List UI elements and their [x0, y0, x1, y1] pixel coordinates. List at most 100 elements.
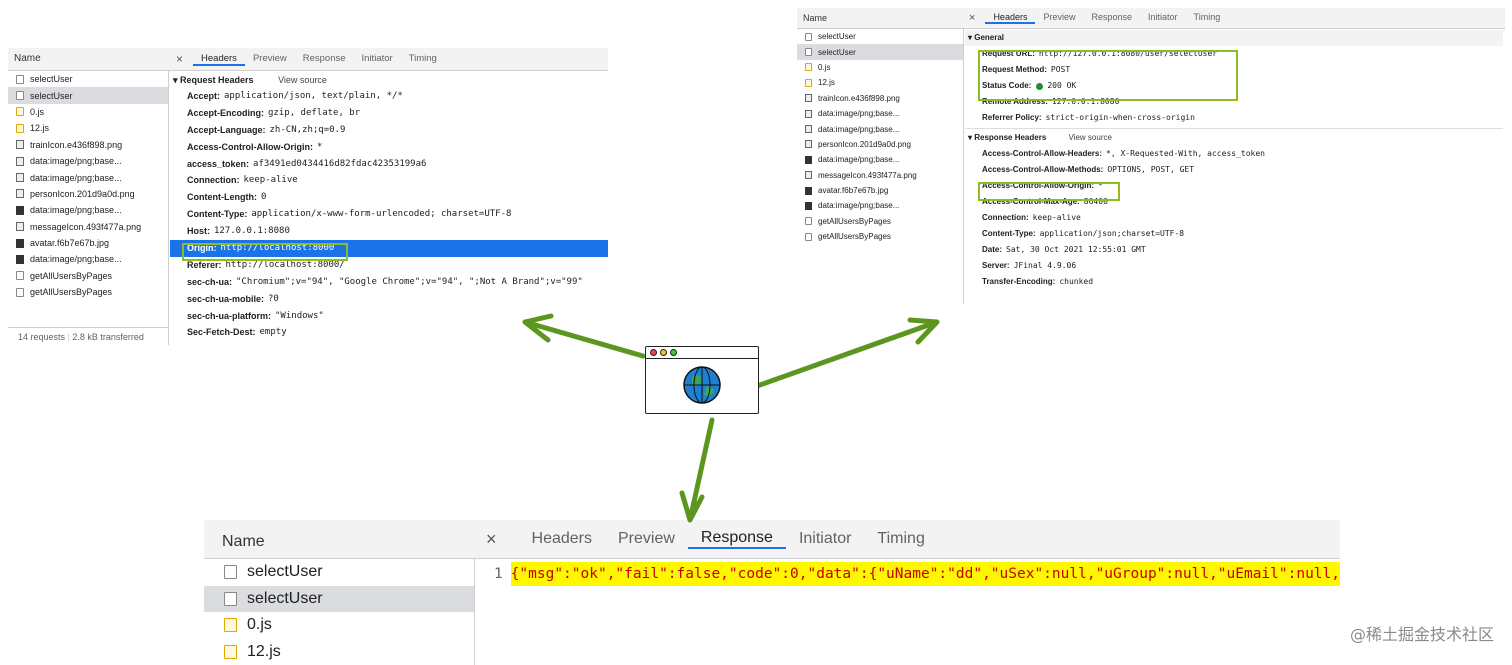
- request-row[interactable]: 12.js: [8, 120, 168, 136]
- response-header-row[interactable]: Access-Control-Allow-Methods:OPTIONS, PO…: [965, 162, 1503, 178]
- header-name: Access-Control-Allow-Methods:: [982, 165, 1104, 174]
- tab-initiator[interactable]: Initiator: [1148, 12, 1178, 22]
- request-header-row[interactable]: Content-Length:0: [170, 189, 608, 206]
- request-header-row[interactable]: sec-ch-ua:"Chromium";v="94", "Google Chr…: [170, 274, 608, 291]
- header-name: Accept-Language:: [187, 124, 266, 135]
- tab-preview[interactable]: Preview: [252, 52, 287, 64]
- request-row[interactable]: data:image/png;base...: [8, 169, 168, 185]
- tab-timing[interactable]: Timing: [877, 530, 925, 547]
- request-row[interactable]: data:image/png;base...: [797, 121, 963, 136]
- response-header-row[interactable]: Date:Sat, 30 Oct 2021 12:55:01 GMT: [965, 242, 1503, 258]
- request-row[interactable]: data:image/png;base...: [797, 152, 963, 167]
- request-row[interactable]: data:image/png;base...: [8, 202, 168, 218]
- name-column-header[interactable]: Name: [8, 48, 168, 71]
- request-header-row[interactable]: Host:127.0.0.1:8080: [170, 223, 608, 240]
- tab-response[interactable]: Response: [687, 529, 786, 549]
- request-row[interactable]: getAllUsersByPages: [797, 229, 963, 244]
- general-section[interactable]: ▾ General: [965, 30, 1503, 46]
- request-row[interactable]: selectUser: [204, 559, 474, 586]
- request-header-row[interactable]: Accept-Encoding:gzip, deflate, br: [170, 105, 608, 122]
- response-header-row[interactable]: Access-Control-Max-Age:86400: [965, 194, 1503, 210]
- request-header-row[interactable]: Connection:keep-alive: [170, 172, 608, 189]
- request-row[interactable]: selectUser: [8, 87, 168, 104]
- tab-preview[interactable]: Preview: [1043, 12, 1076, 22]
- view-source-link[interactable]: View source: [278, 75, 327, 85]
- response-header-row[interactable]: Content-Type:application/json;charset=UT…: [965, 226, 1503, 242]
- arrow-to-response-body: [679, 417, 715, 523]
- name-column-header[interactable]: Name: [204, 520, 474, 559]
- name-column-header[interactable]: Name: [797, 8, 963, 29]
- tab-headers[interactable]: Headers: [985, 12, 1036, 24]
- request-row[interactable]: personIcon.201d9a0d.png: [8, 186, 168, 202]
- response-header-row[interactable]: Transfer-Encoding:chunked: [965, 274, 1503, 290]
- request-row[interactable]: data:image/png;base...: [797, 106, 963, 121]
- general-row[interactable]: Status Code:200 OK: [965, 78, 1503, 94]
- request-header-row[interactable]: Accept-Language:zh-CN,zh;q=0.9: [170, 122, 608, 139]
- request-row[interactable]: selectUser: [797, 44, 963, 60]
- response-header-row[interactable]: Access-Control-Allow-Origin:*: [965, 178, 1503, 194]
- request-row[interactable]: getAllUsersByPages: [8, 284, 168, 300]
- general-row[interactable]: Remote Address:127.0.0.1:8080: [965, 94, 1503, 110]
- close-icon[interactable]: ×: [486, 528, 497, 549]
- request-row[interactable]: messageIcon.493f477a.png: [797, 168, 963, 183]
- request-row[interactable]: selectUser: [204, 585, 474, 612]
- image-file-icon: [805, 109, 812, 118]
- request-row[interactable]: avatar.f6b7e67b.jpg: [797, 183, 963, 198]
- general-row[interactable]: Request URL:http://127.0.0.1:8080/user/s…: [965, 46, 1503, 62]
- tab-response[interactable]: Response: [302, 52, 346, 64]
- request-row[interactable]: data:image/png;base...: [8, 251, 168, 267]
- response-header-row[interactable]: Connection:keep-alive: [965, 210, 1503, 226]
- tab-response[interactable]: Response: [1091, 12, 1133, 22]
- view-source-link[interactable]: View source: [1068, 133, 1112, 142]
- request-header-row[interactable]: Content-Type:application/x-www-form-urle…: [170, 206, 608, 223]
- request-row[interactable]: data:image/png;base...: [8, 153, 168, 169]
- request-header-row[interactable]: Sec-Fetch-Dest:empty: [170, 324, 608, 341]
- document-file-icon: [805, 217, 812, 226]
- header-value: JFinal 4.9.06: [1013, 261, 1077, 270]
- request-row[interactable]: selectUser: [8, 71, 168, 87]
- header-value: application/json, text/plain, */*: [224, 91, 403, 101]
- response-json-line[interactable]: {"msg":"ok","fail":false,"code":0,"data"…: [510, 562, 1340, 586]
- request-header-row[interactable]: Accept:application/json, text/plain, */*: [170, 88, 608, 105]
- request-row[interactable]: trainIcon.e436f898.png: [797, 91, 963, 106]
- request-row[interactable]: 0.js: [204, 612, 474, 639]
- request-header-row[interactable]: Referer:http://localhost:8000/: [170, 257, 608, 274]
- tab-headers[interactable]: Headers: [531, 530, 592, 547]
- close-icon[interactable]: ×: [969, 12, 976, 24]
- request-row[interactable]: getAllUsersByPages: [797, 214, 963, 229]
- image-file-icon: [16, 238, 24, 248]
- request-row[interactable]: 0.js: [797, 60, 963, 75]
- tab-initiator[interactable]: Initiator: [361, 52, 393, 64]
- tab-headers[interactable]: Headers: [193, 53, 245, 66]
- tab-timing[interactable]: Timing: [408, 52, 437, 64]
- general-row[interactable]: Request Method:POST: [965, 62, 1503, 78]
- response-header-row[interactable]: Server:JFinal 4.9.06: [965, 258, 1503, 274]
- header-value: http://localhost:8000: [220, 243, 335, 254]
- request-name: data:image/png;base...: [30, 172, 122, 183]
- request-row[interactable]: selectUser: [797, 29, 963, 44]
- response-header-row[interactable]: Access-Control-Allow-Headers:*, X-Reques…: [965, 146, 1503, 162]
- request-headers-section[interactable]: ▾ Request Headers View source: [170, 72, 608, 88]
- request-header-row[interactable]: Access-Control-Allow-Origin:*: [170, 139, 608, 156]
- tab-preview[interactable]: Preview: [618, 530, 675, 547]
- request-row[interactable]: 0.js: [8, 104, 168, 120]
- general-row[interactable]: Referrer Policy:strict-origin-when-cross…: [965, 110, 1503, 126]
- request-header-row[interactable]: access_token:af3491ed0434416d82fdac42353…: [170, 156, 608, 173]
- request-row[interactable]: messageIcon.493f477a.png: [8, 219, 168, 235]
- origin-highlight-box: [182, 243, 348, 261]
- tab-initiator[interactable]: Initiator: [798, 530, 852, 547]
- tab-timing[interactable]: Timing: [1193, 12, 1221, 22]
- request-row[interactable]: getAllUsersByPages: [8, 268, 168, 284]
- image-file-icon: [16, 173, 24, 183]
- request-header-row[interactable]: sec-ch-ua-platform:"Windows": [170, 308, 608, 325]
- request-row[interactable]: avatar.f6b7e67b.jpg: [8, 235, 168, 251]
- request-header-row[interactable]: sec-ch-ua-mobile:?0: [170, 291, 608, 308]
- request-row[interactable]: personIcon.201d9a0d.png: [797, 137, 963, 152]
- request-row[interactable]: data:image/png;base...: [797, 198, 963, 213]
- response-headers-section[interactable]: ▾ Response Headers View source: [965, 128, 1503, 146]
- request-row[interactable]: 12.js: [797, 75, 963, 90]
- request-row[interactable]: trainIcon.e436f898.png: [8, 137, 168, 153]
- close-icon[interactable]: ×: [176, 52, 184, 66]
- request-name: personIcon.201d9a0d.png: [30, 188, 135, 199]
- request-row[interactable]: 12.js: [204, 639, 474, 665]
